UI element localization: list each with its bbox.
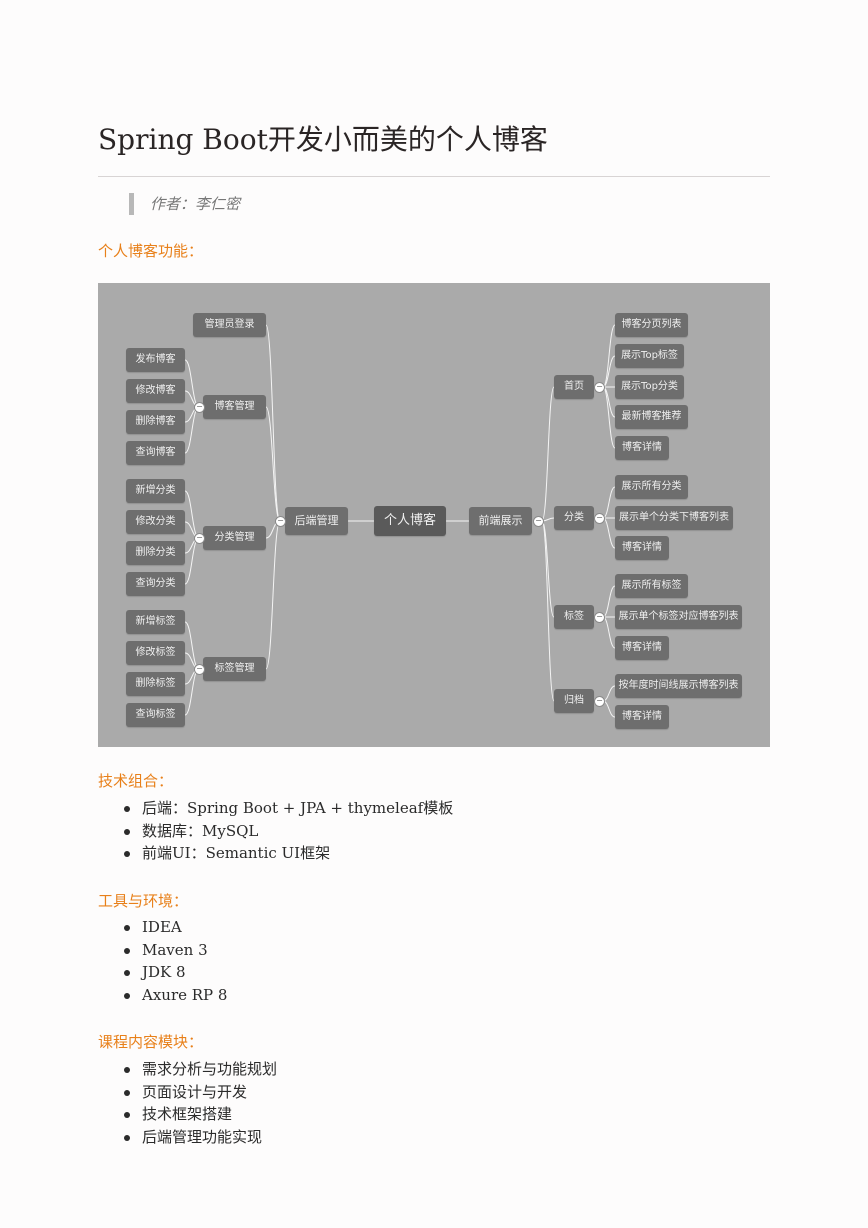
mindmap-leaf-node: 查询标签	[126, 703, 185, 727]
list-item: Maven 3	[123, 939, 227, 962]
author-quote: 作者：李仁密	[129, 193, 240, 215]
mindmap-leaf-node: 删除分类	[126, 541, 185, 565]
mindmap-leaf-node: 修改博客	[126, 379, 185, 403]
mindmap-leaf-node: 发布博客	[126, 348, 185, 372]
mindmap-front-node: 前端展示	[469, 507, 532, 535]
mindmap-leaf-node: 博客详情	[615, 536, 669, 560]
mindmap-home-node: 首页	[554, 375, 594, 399]
mindmap-leaf-node: 按年度时间线展示博客列表	[615, 674, 742, 698]
collapse-toggle-icon: −	[594, 696, 605, 707]
list-item: 需求分析与功能规划	[123, 1058, 277, 1081]
section-title-tools: 工具与环境：	[98, 892, 189, 910]
mindmap-diagram: 个人博客 后端管理 − 管理员登录 博客管理 − 发布博客 修改博客 删除博客 …	[98, 283, 770, 747]
section-title-features: 个人博客功能：	[98, 242, 204, 260]
section-title-modules: 课程内容模块：	[98, 1033, 204, 1051]
mindmap-leaf-node: 最新博客推荐	[615, 405, 688, 429]
tools-list: IDEA Maven 3 JDK 8 Axure RP 8	[98, 916, 227, 1006]
list-item: 技术框架搭建	[123, 1103, 277, 1126]
tech-list: 后端：Spring Boot + JPA + thymeleaf模板 数据库：M…	[98, 797, 453, 865]
collapse-toggle-icon: −	[194, 402, 205, 413]
section-title-tech: 技术组合：	[98, 772, 174, 790]
collapse-toggle-icon: −	[594, 513, 605, 524]
mindmap-category-node: 分类	[554, 506, 594, 530]
list-item: JDK 8	[123, 961, 227, 984]
collapse-toggle-icon: −	[275, 516, 286, 527]
mindmap-leaf-node: 展示Top分类	[615, 375, 684, 399]
mindmap-leaf-node: 修改标签	[126, 641, 185, 665]
mindmap-leaf-node: 博客详情	[615, 705, 669, 729]
list-item: 后端：Spring Boot + JPA + thymeleaf模板	[123, 797, 453, 820]
mindmap-leaf-node: 展示所有分类	[615, 475, 688, 499]
mindmap-leaf-node: 展示单个标签对应博客列表	[615, 605, 742, 629]
mindmap-tag-node: 标签	[554, 605, 594, 629]
collapse-toggle-icon: −	[594, 612, 605, 623]
mindmap-leaf-node: 博客详情	[615, 436, 669, 460]
collapse-toggle-icon: −	[533, 516, 544, 527]
list-item: IDEA	[123, 916, 227, 939]
modules-list: 需求分析与功能规划 页面设计与开发 技术框架搭建 后端管理功能实现	[98, 1058, 277, 1148]
mindmap-leaf-node: 博客分页列表	[615, 313, 688, 337]
mindmap-archive-node: 归档	[554, 689, 594, 713]
mindmap-tag-admin-node: 标签管理	[203, 657, 266, 681]
mindmap-leaf-node: 展示单个分类下博客列表	[615, 506, 733, 530]
mindmap-leaf-node: 展示所有标签	[615, 574, 688, 598]
mindmap-category-admin-node: 分类管理	[203, 526, 266, 550]
mindmap-leaf-node: 展示Top标签	[615, 344, 684, 368]
mindmap-leaf-node: 删除标签	[126, 672, 185, 696]
mindmap-leaf-node: 修改分类	[126, 510, 185, 534]
mindmap-connectors	[184, 324, 616, 718]
mindmap-admin-login-node: 管理员登录	[193, 313, 266, 337]
mindmap-admin-node: 后端管理	[285, 507, 348, 535]
list-item: Axure RP 8	[123, 984, 227, 1007]
collapse-toggle-icon: −	[194, 664, 205, 675]
mindmap-blog-admin-node: 博客管理	[203, 395, 266, 419]
list-item: 后端管理功能实现	[123, 1126, 277, 1149]
list-item: 前端UI：Semantic UI框架	[123, 842, 453, 865]
mindmap-leaf-node: 博客详情	[615, 636, 669, 660]
title-divider	[98, 176, 770, 177]
mindmap-root-node: 个人博客	[374, 506, 446, 536]
mindmap-leaf-node: 新增标签	[126, 610, 185, 634]
mindmap-leaf-node: 查询分类	[126, 572, 185, 596]
page-title: Spring Boot开发小而美的个人博客	[98, 123, 548, 156]
collapse-toggle-icon: −	[194, 533, 205, 544]
mindmap-leaf-node: 删除博客	[126, 410, 185, 434]
collapse-toggle-icon: −	[594, 382, 605, 393]
list-item: 页面设计与开发	[123, 1081, 277, 1104]
mindmap-leaf-node: 新增分类	[126, 479, 185, 503]
mindmap-leaf-node: 查询博客	[126, 441, 185, 465]
list-item: 数据库：MySQL	[123, 820, 453, 843]
